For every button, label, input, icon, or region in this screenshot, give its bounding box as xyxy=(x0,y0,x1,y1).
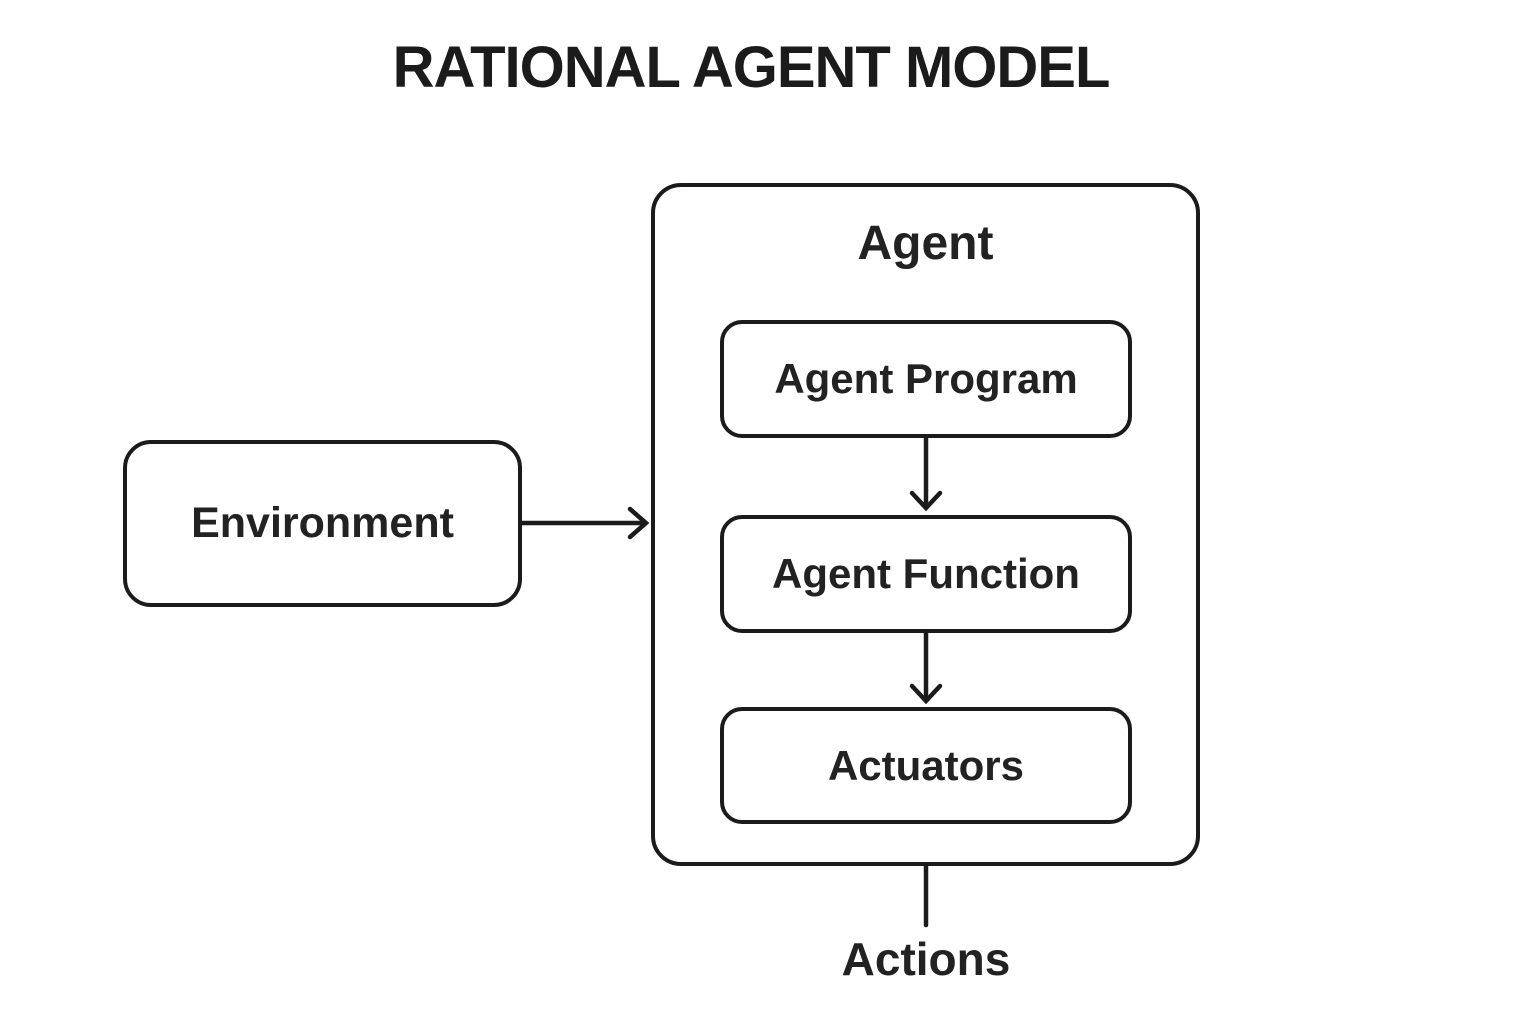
actuators-node: Actuators xyxy=(720,707,1132,824)
agent-function-node: Agent Function xyxy=(720,515,1132,633)
environment-to-agent-arrow xyxy=(519,506,650,540)
agent-program-node: Agent Program xyxy=(720,320,1132,438)
actions-label: Actions xyxy=(841,933,1011,985)
actuators-label: Actuators xyxy=(827,741,1025,789)
agent-title-label: Agent xyxy=(857,217,994,270)
agent-program-label: Agent Program xyxy=(774,355,1078,402)
diagram-title: RATIONAL AGENT MODEL xyxy=(392,35,1111,100)
environment-node: Environment xyxy=(123,440,522,607)
environment-label: Environment xyxy=(191,499,454,547)
agent-function-label: Agent Function xyxy=(772,550,1080,597)
